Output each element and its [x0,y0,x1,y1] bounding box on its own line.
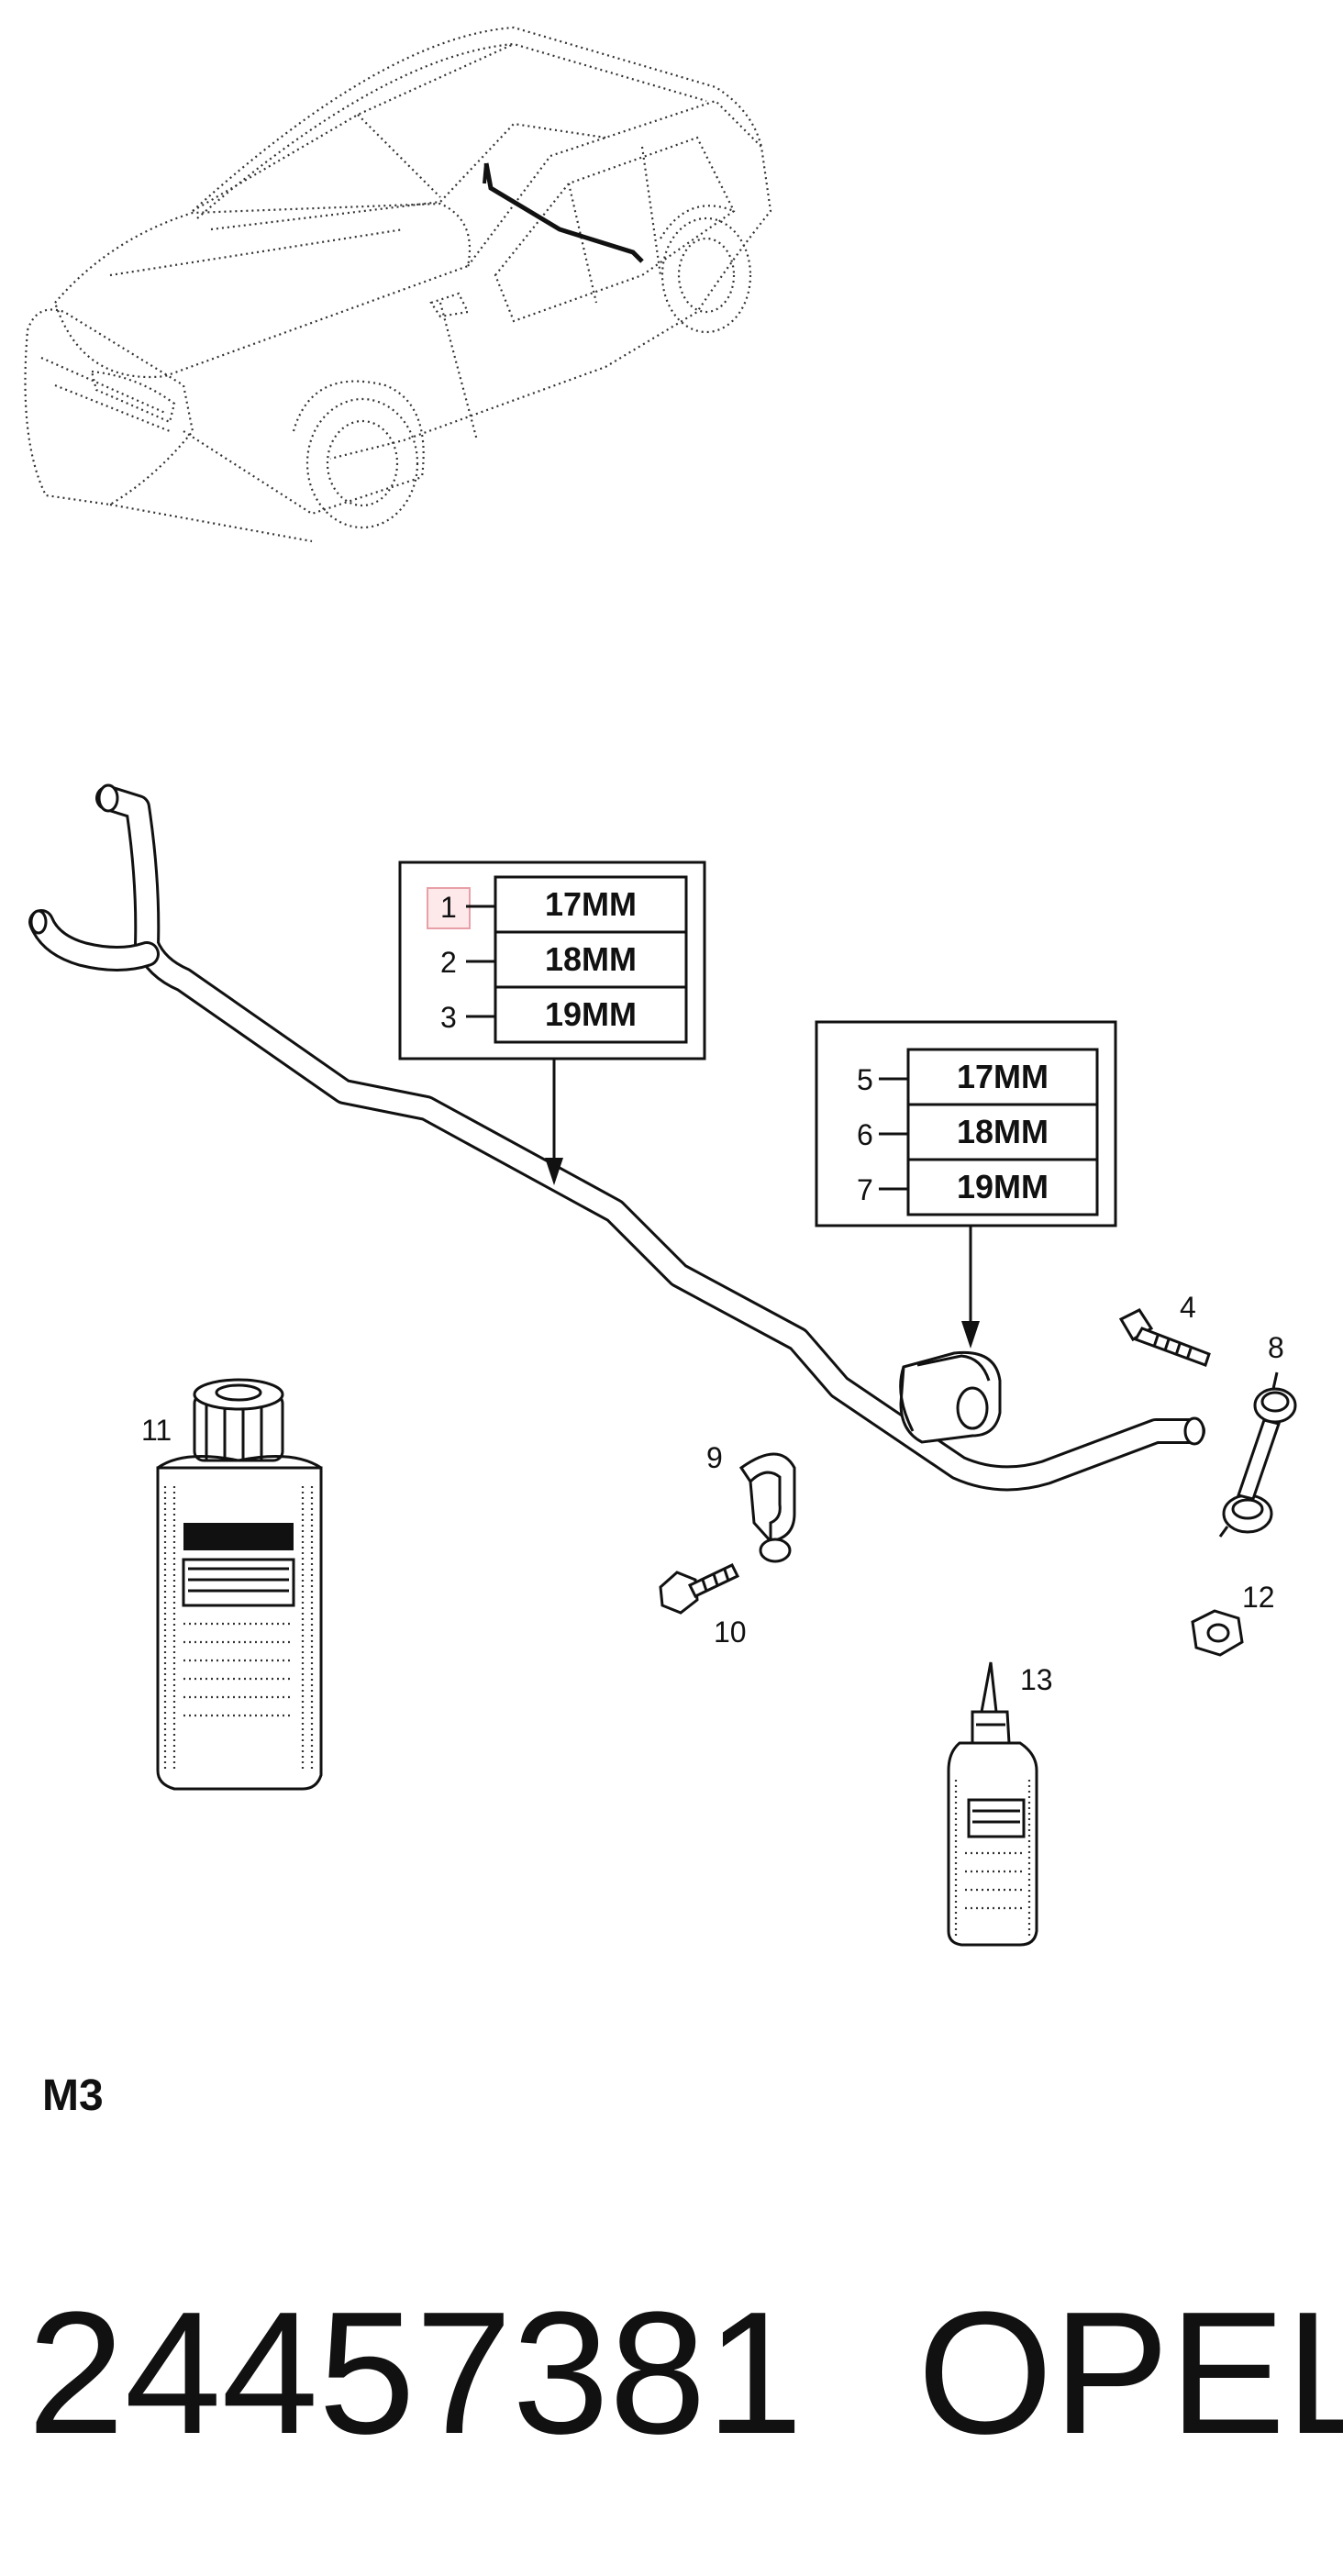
part-number: 24457381 [28,2276,803,2471]
size-7: 19MM [957,1168,1049,1205]
size-6: 18MM [957,1113,1049,1150]
bolt-10-illustration: 10 [659,1563,747,1649]
callout-11: 11 [141,1414,172,1447]
callout-1-highlight [427,887,471,929]
clamp-illustration: 9 [706,1441,796,1563]
bottle-13-illustration: 13 [947,1661,1053,1947]
bushing-illustration [899,1350,1002,1444]
size-5: 17MM [957,1058,1049,1095]
bolt-4-illustration: 4 [1118,1291,1211,1367]
car-overview-illustration [24,26,772,543]
brand-name: OPEL [917,2276,1343,2471]
callout-4: 4 [1180,1291,1196,1324]
callout-5: 5 [857,1063,873,1096]
group-code: M3 [42,2071,104,2120]
callout-7: 7 [857,1173,873,1206]
size-table-2: 17MM 18MM 19MM 5 6 7 [815,1020,1117,1349]
bottle-11-illustration: 11 [141,1378,323,1791]
callout-6: 6 [857,1118,873,1151]
size-1: 17MM [545,885,637,923]
callout-3: 3 [440,1001,457,1034]
callout-10: 10 [714,1616,747,1649]
stabilizer-bar-illustration [28,783,1205,1492]
callout-1: 1 [440,891,457,924]
stabilizer-link-illustration: 8 [1218,1331,1297,1538]
nut-illustration: 12 [1191,1581,1275,1657]
callout-9: 9 [706,1441,723,1474]
size-2: 18MM [545,940,637,978]
callout-2: 2 [440,946,457,979]
callout-12: 12 [1242,1581,1275,1614]
size-3: 19MM [545,995,637,1033]
size-table-1: 17MM 18MM 19MM 1 2 3 [398,861,706,1185]
callout-13: 13 [1020,1663,1053,1696]
callout-8: 8 [1268,1331,1284,1364]
